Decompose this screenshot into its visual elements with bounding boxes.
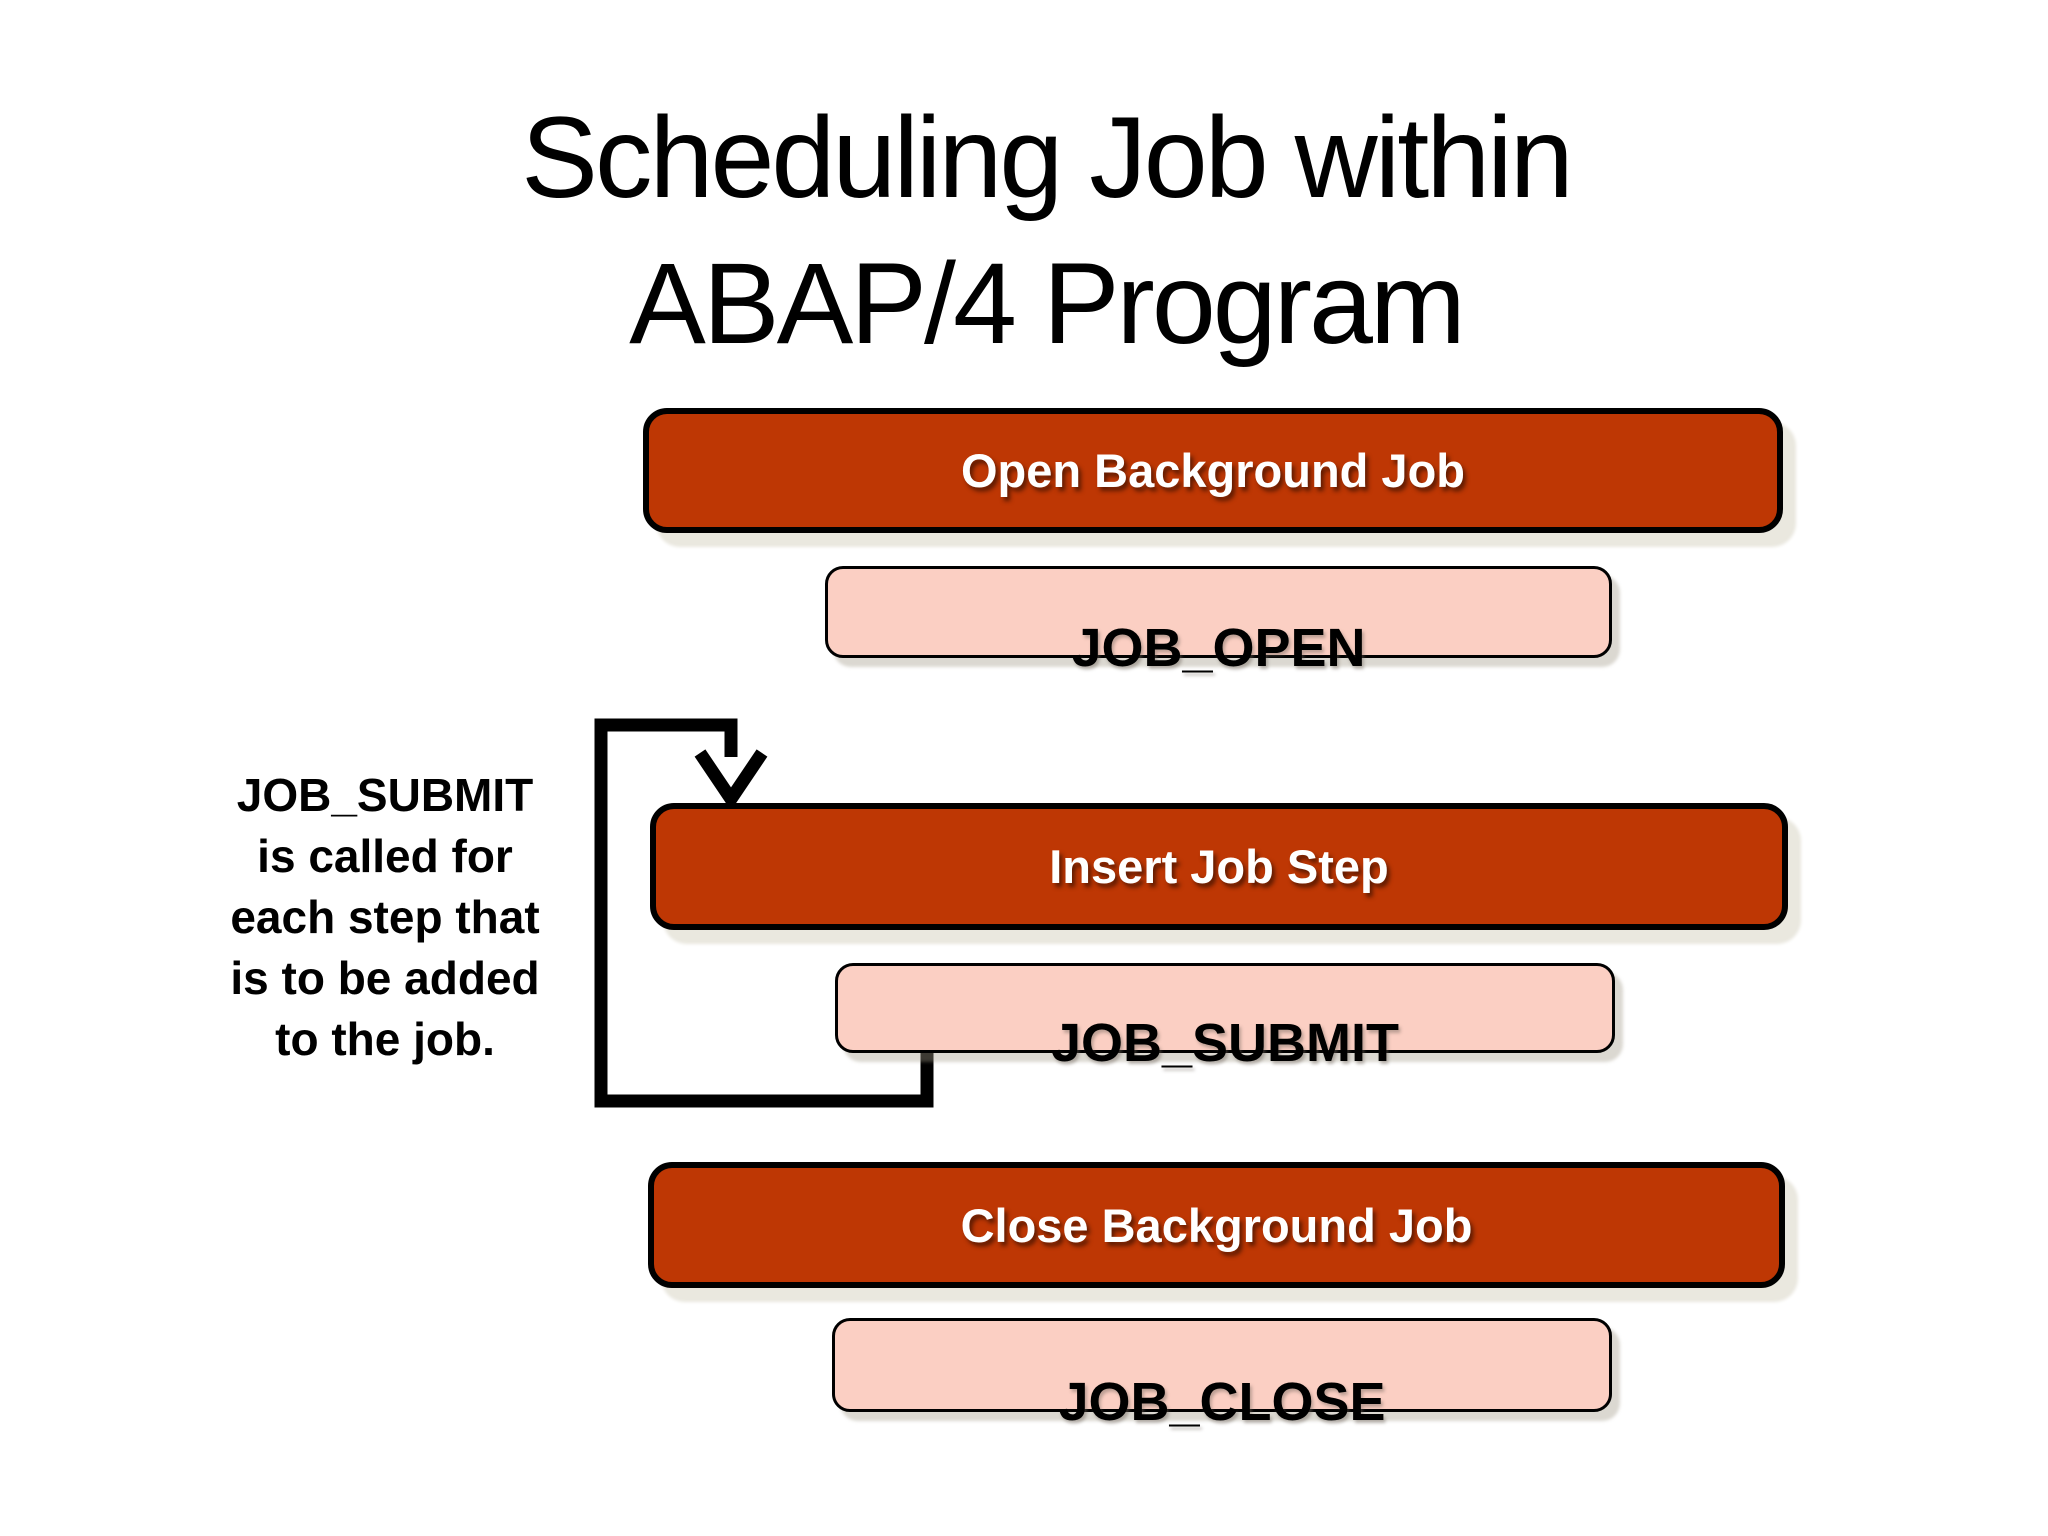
function-box-job-submit: JOB_SUBMIT — [835, 963, 1615, 1070]
slide-title-line1: Scheduling Job within — [521, 94, 1573, 222]
step-box-open-label: Open Background Job — [961, 444, 1465, 497]
step-box-close-background-job: Close Background Job — [648, 1162, 1785, 1288]
function-box-job-submit-label: JOB_SUBMIT — [1050, 1013, 1400, 1073]
step-box-close-label: Close Background Job — [960, 1198, 1473, 1252]
step-box-insert-label: Insert Job Step — [1049, 840, 1389, 893]
slide-title: Scheduling Job within ABAP/4 Program — [22, 85, 2048, 377]
step-box-insert-job-step: Insert Job Step — [650, 803, 1788, 930]
step-box-open-background-job: Open Background Job — [643, 408, 1783, 533]
function-box-job-close-label: JOB_CLOSE — [1058, 1372, 1386, 1432]
loop-arrow — [594, 718, 934, 1108]
side-note: JOB_SUBMIT is called for each step that … — [230, 769, 540, 1065]
function-box-job-open: JOB_OPEN — [825, 566, 1612, 675]
loop-arrow-head-icon — [694, 749, 768, 811]
slide-title-line2: ABAP/4 Program — [629, 240, 1466, 368]
function-box-job-open-label: JOB_OPEN — [1071, 618, 1366, 678]
loop-arrow-line — [594, 718, 934, 1108]
function-box-job-close: JOB_CLOSE — [832, 1318, 1612, 1429]
